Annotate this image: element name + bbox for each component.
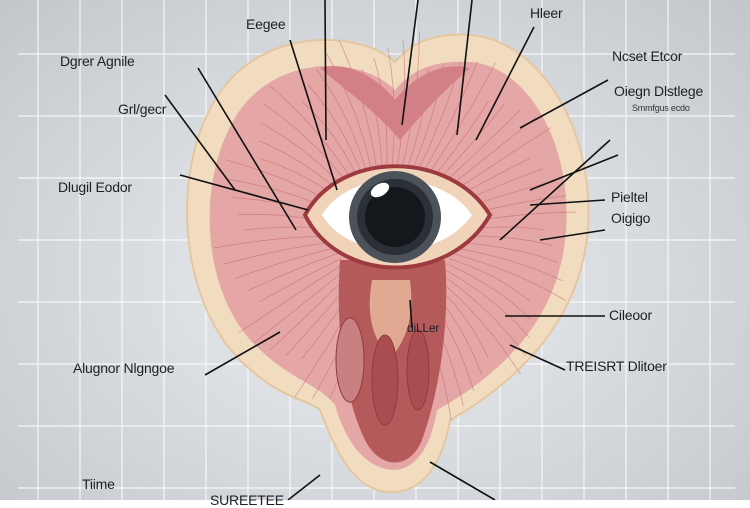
eye-highlight xyxy=(370,182,390,198)
tissue-fiber xyxy=(307,84,363,176)
label-dlugil-eodor: Dlugil Eodor xyxy=(58,179,132,195)
label-eegee: Eegee xyxy=(246,16,286,32)
tissue-fiber xyxy=(436,104,505,183)
label-cileoor: Cileoor xyxy=(609,307,652,323)
leader-lines xyxy=(164,0,619,500)
tissue-fiber xyxy=(452,247,563,282)
label-oigigo: Oigigo xyxy=(611,210,651,226)
tissue-fiber xyxy=(439,273,527,357)
tissue-fiber xyxy=(234,247,338,279)
tissue-fiber xyxy=(259,258,342,302)
tissue-fiber xyxy=(427,62,496,176)
pupil xyxy=(365,187,425,247)
label-sureetee: SUREETEE xyxy=(210,492,284,508)
tissue-fiber xyxy=(443,268,530,338)
label-oiegn-dlstlege: Oiegn Dlstlege xyxy=(614,83,704,99)
label-tiime: Tiime xyxy=(82,476,115,492)
label-inner: diLLer xyxy=(407,321,440,335)
label-treisrt-dlitoer: TREISRT Dlitoer xyxy=(566,358,667,374)
upper-lobes xyxy=(320,66,470,140)
label-ncset-etcor: Ncset Etcor xyxy=(612,48,683,64)
label-dgrer-agnile: Dgrer Agnile xyxy=(60,53,135,69)
lower-chamber xyxy=(371,334,399,426)
label-alugnor-nlgngoe: Alugnor Nlgngoe xyxy=(73,360,175,376)
tissue-fiber xyxy=(246,252,339,292)
label-hleer: Hleer xyxy=(530,5,563,21)
lower-chamber xyxy=(335,317,365,403)
tissue-fiber xyxy=(326,53,372,170)
tissue-fiber xyxy=(448,258,531,302)
label-grl-gecr: Grl/gecr xyxy=(118,101,167,117)
tissue-fiber xyxy=(268,84,354,183)
tissue-fiber xyxy=(253,268,347,343)
tissue-fiber xyxy=(423,61,478,173)
lower-chamber xyxy=(406,329,430,411)
tissue-fiber xyxy=(436,277,522,375)
tissue-fiber xyxy=(432,100,489,179)
tissue-fiber xyxy=(446,263,531,320)
tissue-fiber xyxy=(451,252,566,301)
tissue-fiber xyxy=(316,68,367,172)
label-pieltel: Pieltel xyxy=(611,189,648,205)
tissue-fiber xyxy=(238,263,344,334)
tissue-fiber xyxy=(301,100,358,179)
label-oiegn-sub: Smmfgus ecdo xyxy=(632,103,690,113)
